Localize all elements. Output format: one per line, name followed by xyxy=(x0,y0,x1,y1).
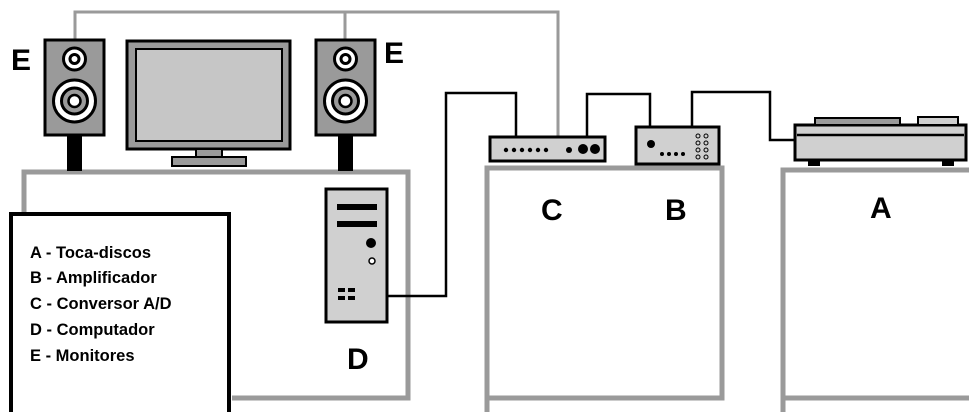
label-d: D xyxy=(347,343,369,376)
legend-box: A - Toca-discos B - Amplificador C - Con… xyxy=(11,214,229,412)
middle-table xyxy=(487,168,722,412)
label-a: A xyxy=(870,192,892,225)
right-speaker xyxy=(316,40,375,171)
computer-tower xyxy=(326,189,387,322)
tv-display xyxy=(127,41,290,166)
label-e-right: E xyxy=(384,37,404,70)
amplifier-device xyxy=(636,127,719,164)
legend-item-e: E - Monitores xyxy=(30,347,135,365)
legend-item-a: A - Toca-discos xyxy=(30,244,151,262)
left-speaker xyxy=(45,40,104,171)
label-e-left: E xyxy=(11,44,31,77)
legend-item-b: B - Amplificador xyxy=(30,269,157,287)
legend-item-c: C - Conversor A/D xyxy=(30,295,172,313)
turntable-device xyxy=(795,117,966,166)
label-b: B xyxy=(665,194,687,227)
converter-device xyxy=(490,137,605,161)
label-c: C xyxy=(541,194,563,227)
legend-item-d: D - Computador xyxy=(30,321,155,339)
computer-to-converter-cable xyxy=(370,93,516,296)
